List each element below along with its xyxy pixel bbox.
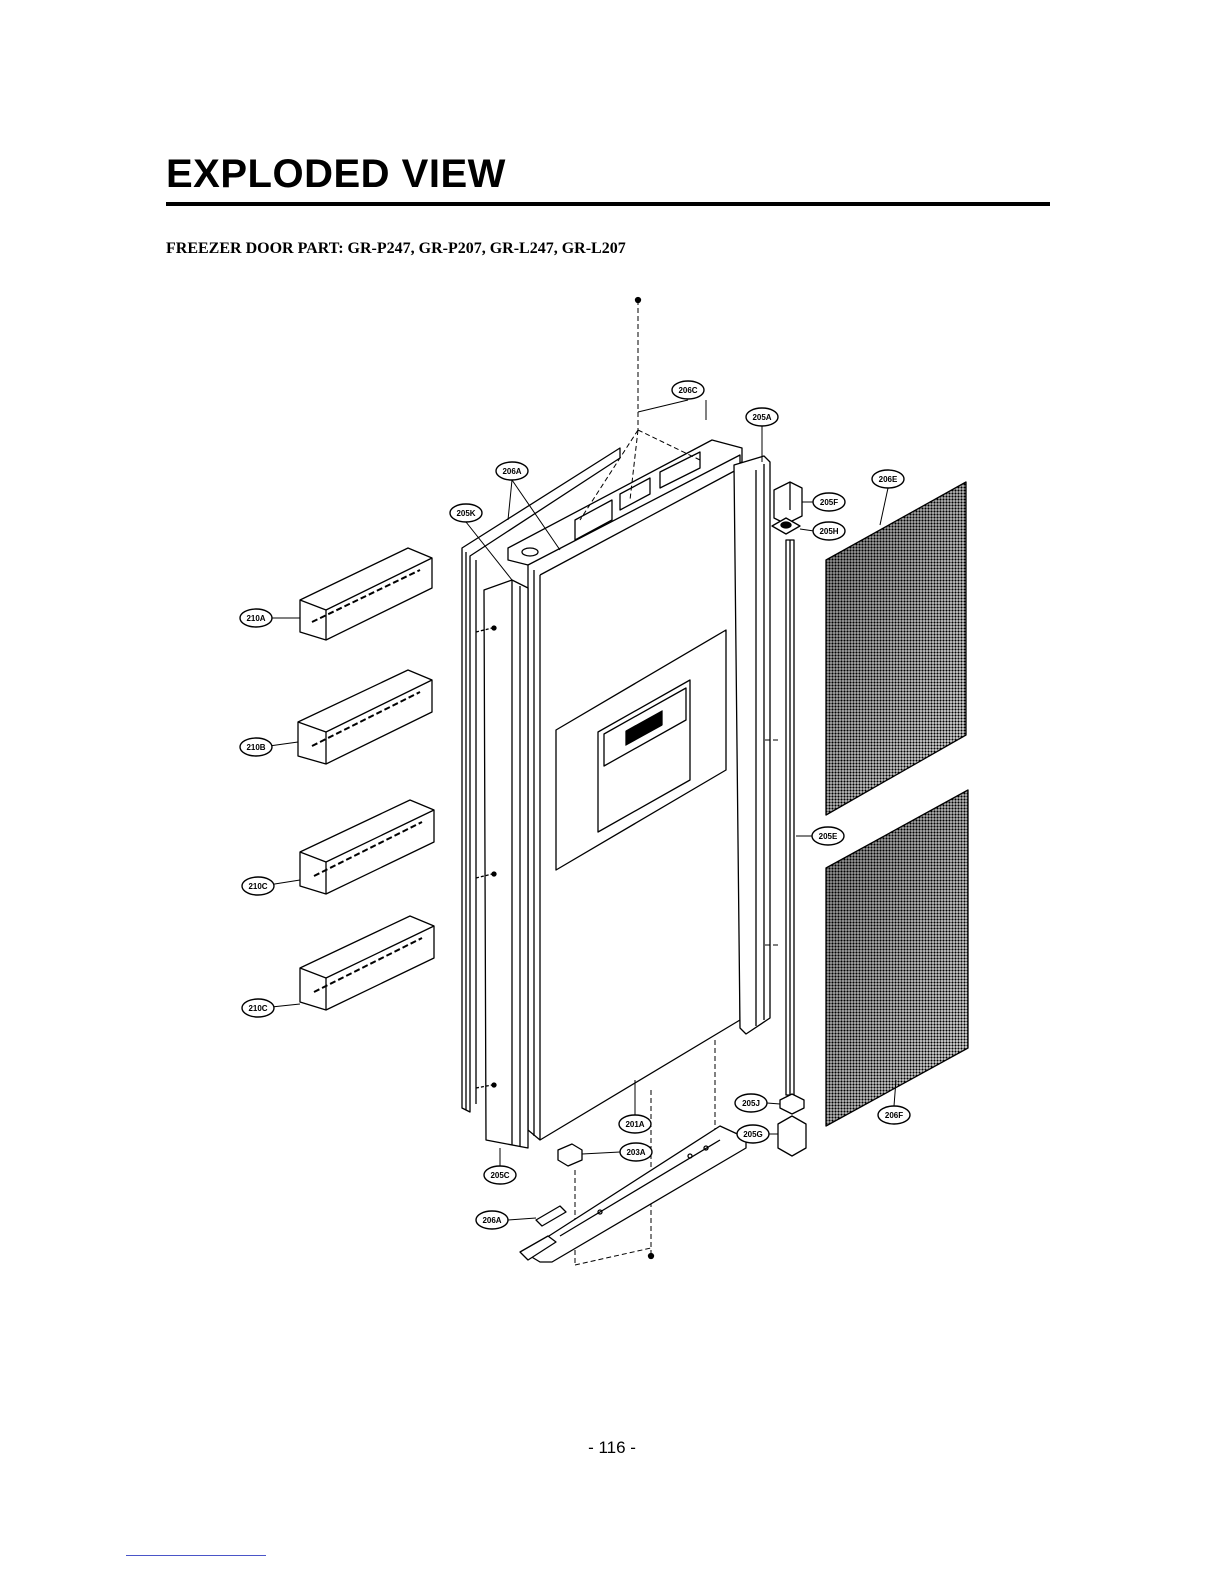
callout-206E: 206E <box>872 470 904 488</box>
svg-text:205C: 205C <box>490 1171 509 1180</box>
svg-text:205H: 205H <box>819 527 838 536</box>
svg-text:210A: 210A <box>246 614 265 623</box>
door-panel-206E <box>826 482 966 815</box>
callout-205K: 205K <box>450 504 482 522</box>
door-panel-206F <box>826 790 968 1126</box>
svg-text:201A: 201A <box>625 1120 644 1129</box>
svg-text:205K: 205K <box>456 509 475 518</box>
callout-210B: 210B <box>240 738 272 756</box>
hinge-bushing-205J <box>780 1094 804 1114</box>
svg-text:206F: 206F <box>885 1111 903 1120</box>
svg-text:206A: 206A <box>482 1216 501 1225</box>
door-bin-210C-upper <box>300 800 434 894</box>
svg-text:210B: 210B <box>246 743 265 752</box>
hinge-bushing-205H <box>772 518 800 534</box>
callout-203A: 203A <box>620 1143 652 1161</box>
callout-206A-bottom: 206A <box>476 1211 508 1229</box>
svg-text:206C: 206C <box>678 386 697 395</box>
door-bin-210C-lower <box>300 916 434 1010</box>
left-trim-205C <box>476 580 528 1148</box>
callout-210C-upper: 210C <box>242 877 274 895</box>
callout-205G: 205G <box>737 1125 769 1143</box>
callout-210C-lower: 210C <box>242 999 274 1017</box>
door-body <box>528 455 740 1140</box>
hinge-cap-205F <box>774 482 802 524</box>
callout-206A-top: 206A <box>496 462 528 480</box>
callout-201A: 201A <box>619 1115 651 1133</box>
footer-link-line <box>126 1555 266 1556</box>
svg-text:205F: 205F <box>820 498 838 507</box>
svg-text:206A: 206A <box>502 467 521 476</box>
callout-205E: 205E <box>812 827 844 845</box>
bracket-clip-203A <box>558 1144 582 1166</box>
svg-text:210C: 210C <box>248 882 267 891</box>
svg-text:210C: 210C <box>248 1004 267 1013</box>
callout-206F: 206F <box>878 1106 910 1124</box>
callout-210A: 210A <box>240 609 272 627</box>
svg-text:205J: 205J <box>742 1099 760 1108</box>
callout-205H: 205H <box>813 522 845 540</box>
hinge-rod-205E <box>786 540 794 1095</box>
door-bin-210A <box>300 548 432 640</box>
callout-205A: 205A <box>746 408 778 426</box>
right-trim-205A <box>734 456 770 1034</box>
svg-text:205A: 205A <box>752 413 771 422</box>
door-bin-210B <box>298 670 432 764</box>
svg-text:205E: 205E <box>819 832 838 841</box>
callout-206C: 206C <box>672 381 704 399</box>
svg-text:205G: 205G <box>743 1130 763 1139</box>
svg-text:206E: 206E <box>879 475 898 484</box>
callout-205F: 205F <box>813 493 845 511</box>
callout-205J: 205J <box>735 1094 767 1112</box>
hinge-cap-205G <box>778 1116 806 1156</box>
page-number: - 116 - <box>0 1438 1224 1458</box>
svg-text:203A: 203A <box>626 1148 645 1157</box>
callout-205C: 205C <box>484 1166 516 1184</box>
